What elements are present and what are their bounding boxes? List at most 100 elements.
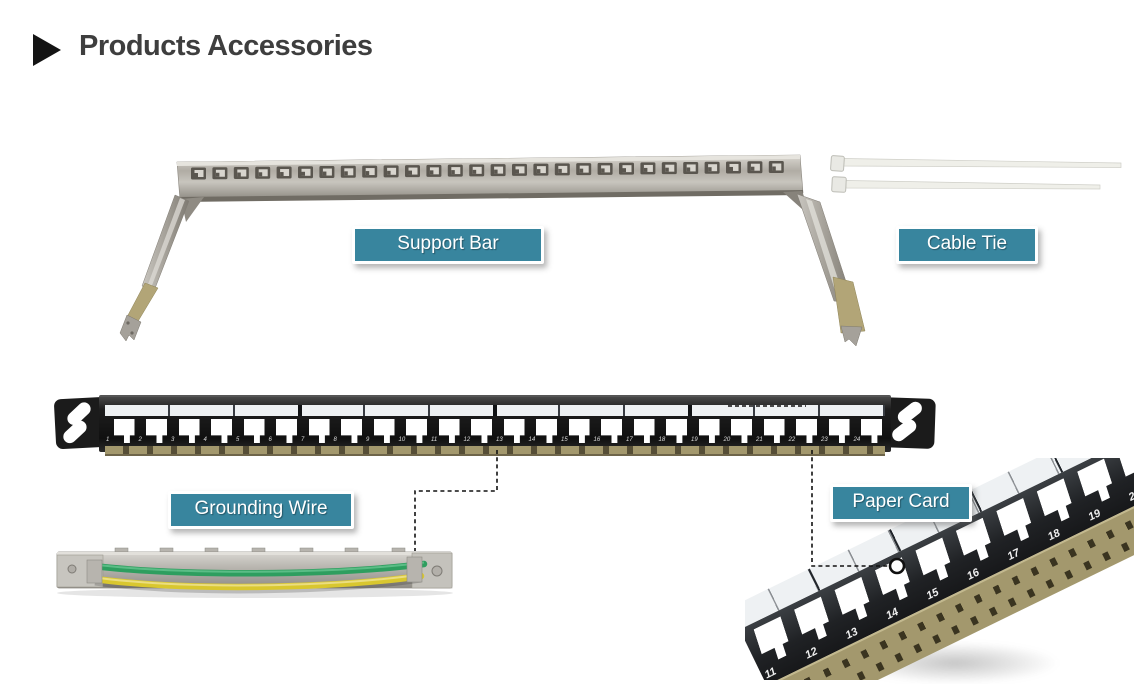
port-cell: 19 (690, 418, 723, 445)
support-bar-image (119, 154, 1122, 347)
port-cell: 22 (788, 418, 821, 445)
port-cell: 9 (365, 418, 398, 445)
keystone-cutout (763, 419, 785, 443)
grounding-wire-image (56, 547, 453, 598)
keystone-cutout (373, 419, 395, 443)
panel-body: 1 2 3 4 5 (99, 395, 891, 456)
keystone-cutout (633, 419, 655, 443)
keystone-cutout (243, 419, 265, 443)
port-number: 11 (762, 665, 779, 680)
cable-tie-image (830, 155, 1122, 193)
port-cell: 10 (398, 418, 431, 445)
port-number: 16 (965, 566, 982, 583)
port-cell: 20 (723, 418, 756, 445)
grounding-wire-callout: Grounding Wire (168, 491, 354, 529)
keystone-cutout (178, 419, 200, 443)
port-number: 14 (884, 605, 901, 623)
port-number: 23 (821, 437, 828, 443)
keystone-cutout (113, 419, 135, 443)
keystone-cutout (601, 419, 622, 443)
port-number: 21 (756, 437, 763, 443)
port-cell: 24 (853, 418, 886, 445)
keystone-cutout (308, 419, 330, 443)
port-number: 19 (691, 437, 698, 443)
port-cell: 4 (203, 418, 236, 445)
port-cell: 3 (170, 418, 203, 445)
port-number: 20 (723, 437, 731, 443)
keystone-cutout (1118, 458, 1134, 488)
port-number: 5 (236, 437, 240, 443)
port-number: 6 (268, 437, 272, 443)
keystone-cutout (146, 419, 167, 443)
keystone-cutout (568, 419, 590, 443)
port-number: 4 (203, 437, 207, 443)
port-cell: 5 (235, 418, 268, 445)
port-cell: 21 (755, 418, 788, 445)
keystone-cutout (666, 419, 687, 443)
port-number: 3 (171, 437, 175, 443)
port-number: 24 (853, 437, 861, 443)
port-number: 9 (366, 437, 370, 443)
port-number: 12 (463, 437, 471, 443)
port-number: 22 (788, 437, 796, 443)
port-number: 18 (658, 437, 666, 443)
keystone-cutout (276, 419, 297, 443)
port-cell: 1 (105, 418, 138, 445)
keystone-cutout (536, 419, 557, 443)
port-number: 2 (138, 437, 142, 443)
port-number: 10 (398, 437, 406, 443)
keystone-cutout (341, 419, 362, 443)
port-cell: 13 (495, 418, 528, 445)
port-number: 12 (803, 645, 820, 662)
port-cell: 16 (593, 418, 626, 445)
keystone-cutout (731, 419, 752, 443)
port-number: 13 (496, 437, 503, 443)
port-number: 18 (1045, 527, 1063, 544)
port-cell: 2 (138, 418, 171, 445)
keystone-cutout (828, 419, 850, 443)
keystone-cutout (438, 419, 460, 443)
mounting-hole (60, 417, 90, 446)
support-bar-slots (191, 160, 784, 180)
port-number: 7 (301, 437, 305, 443)
keystone-cutout (406, 419, 427, 443)
keystone-cutout (503, 419, 525, 443)
port-number: 20 (1126, 487, 1134, 504)
port-cell: 8 (333, 418, 366, 445)
group-divider (688, 405, 692, 416)
port-cell: 18 (658, 418, 691, 445)
port-number: 1 (106, 437, 110, 443)
port-cell: 17 (625, 418, 658, 445)
port-number: 14 (528, 437, 536, 443)
panel-rear-edge (105, 446, 885, 456)
port-number: 16 (593, 437, 601, 443)
port-cell: 11 (430, 418, 463, 445)
support-bar-callout: Support Bar (352, 226, 544, 264)
port-number: 15 (924, 586, 941, 603)
port-cell: 14 (528, 418, 561, 445)
page-title: Products Accessories (79, 30, 373, 62)
port-number: 17 (626, 437, 633, 443)
port-cell: 15 (560, 418, 593, 445)
keystone-cutout (698, 419, 720, 443)
port-number: 8 (333, 437, 337, 443)
patch-panel-image: 1 2 3 4 5 (53, 393, 936, 456)
keystone-cutout (861, 419, 882, 443)
port-cell: 6 (268, 418, 301, 445)
port-number: 15 (561, 437, 568, 443)
port-cell: 23 (820, 418, 853, 445)
port-cell: 12 (463, 418, 496, 445)
port-number: 17 (1005, 546, 1022, 563)
panel-ports: 1 2 3 4 5 (105, 418, 885, 445)
port-number: 13 (843, 625, 860, 642)
keystone-cutout (211, 419, 232, 443)
port-cell: 7 (300, 418, 333, 445)
port-number: 19 (1086, 507, 1103, 524)
paper-card-callout: Paper Card (830, 484, 972, 522)
title-arrow-icon (33, 34, 61, 66)
keystone-cutout (471, 419, 492, 443)
cable-tie-callout: Cable Tie (896, 226, 1038, 264)
port-number: 11 (431, 437, 438, 443)
keystone-cutout (796, 419, 817, 443)
group-divider (493, 405, 497, 416)
